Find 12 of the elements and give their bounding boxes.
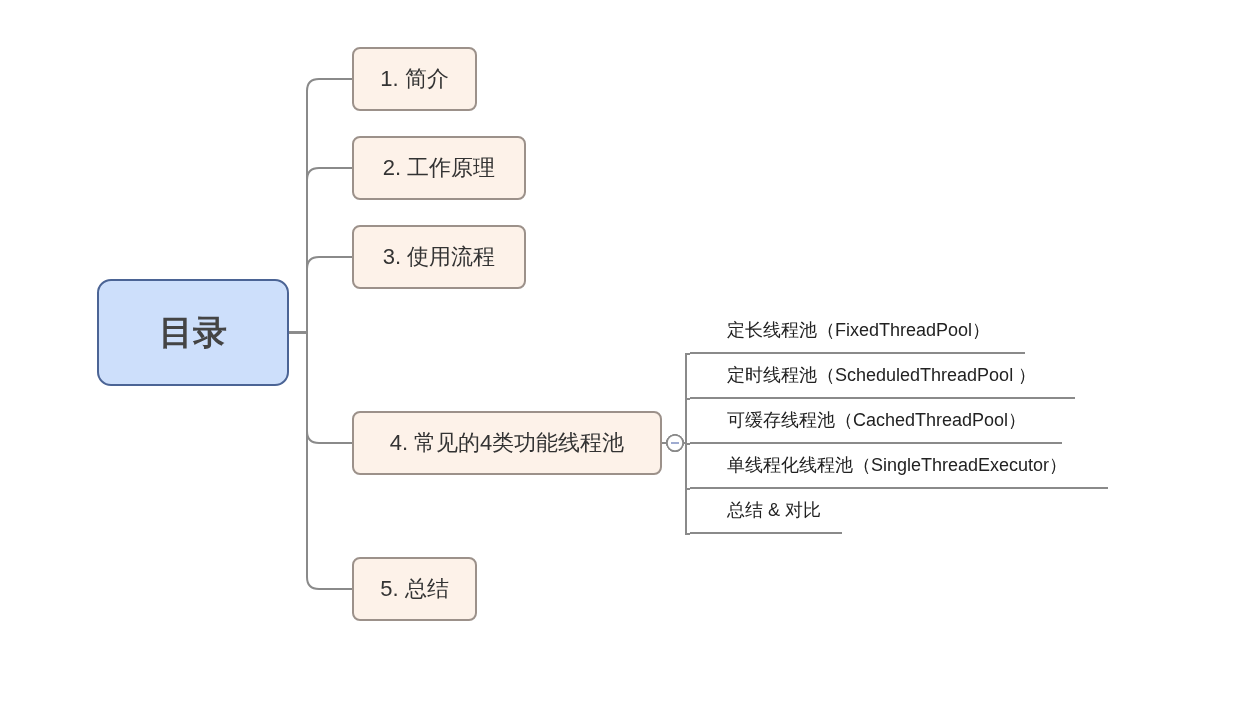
subtopic-label: 定时线程池（ScheduledThreadPool ）	[690, 363, 1075, 399]
root-topic-box: 目录	[97, 279, 289, 386]
topic-box: 3. 使用流程	[352, 225, 526, 289]
topic-box: 2. 工作原理	[352, 136, 526, 200]
connector-line	[288, 331, 353, 590]
topic-box: 4. 常见的4类功能线程池	[352, 411, 662, 475]
subtopic-label: 定长线程池（FixedThreadPool）	[690, 318, 1025, 354]
subtopic-label: 单线程化线程池（SingleThreadExecutor）	[690, 453, 1108, 489]
subtopic-label: 可缓存线程池（CachedThreadPool）	[690, 408, 1062, 444]
subtopic-label: 总结 & 对比	[690, 498, 842, 534]
topic-box: 5. 总结	[352, 557, 477, 621]
topic-box: 1. 简介	[352, 47, 477, 111]
